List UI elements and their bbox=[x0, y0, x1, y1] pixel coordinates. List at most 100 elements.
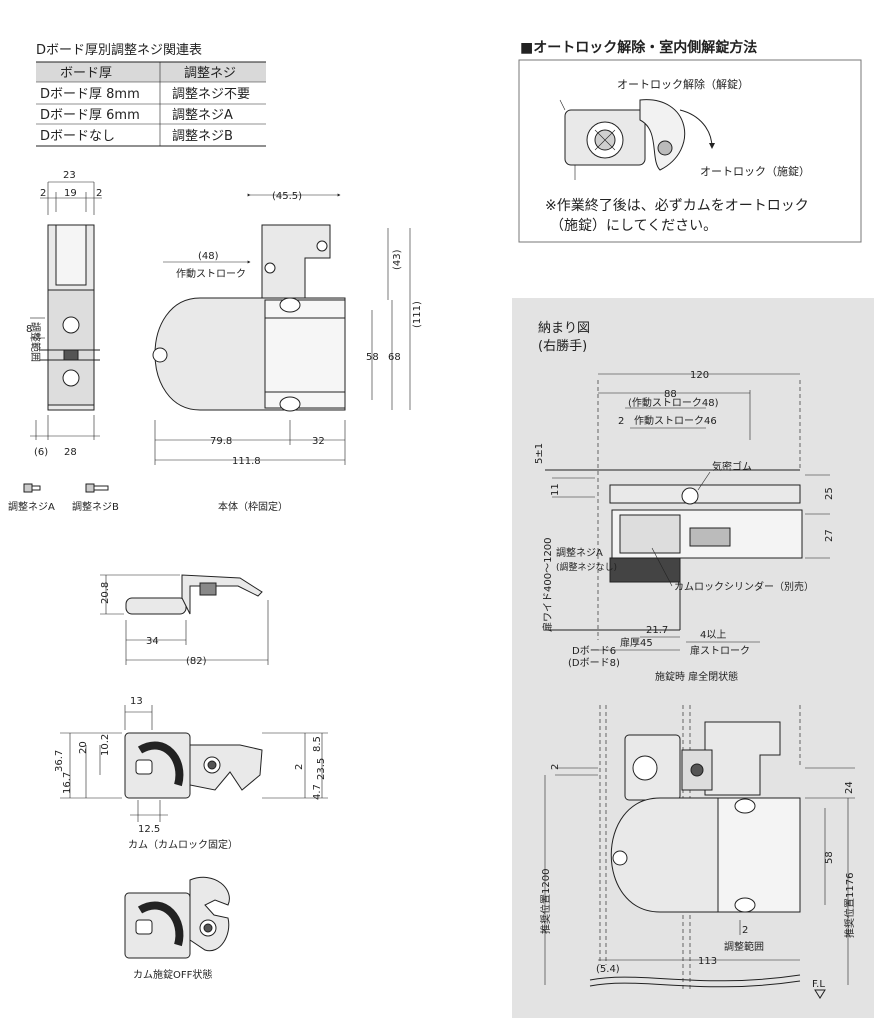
cam-off-caption: カム施錠OFF状態 bbox=[133, 968, 212, 981]
table-cell: Dボード厚 8mm bbox=[40, 87, 140, 102]
table-header-bg bbox=[36, 62, 266, 82]
table-header-board: ボード厚 bbox=[60, 66, 112, 81]
install-top-caption: 施錠時 扉全閉状態 bbox=[655, 670, 738, 683]
dim-8: 8 bbox=[26, 324, 32, 335]
cam-off-state-view: カム施錠OFF状態 bbox=[124, 876, 230, 981]
dim-48: (48) bbox=[198, 251, 219, 262]
dim-13: 13 bbox=[130, 696, 143, 707]
install-bottom-dimensions: 2 推奨位置1200 24 58 推奨位置1176 2 調整範囲 (5.4) 1… bbox=[539, 764, 856, 999]
floor-level-label: F.L bbox=[812, 979, 825, 990]
autolock-note-cont: （施錠）にしてください。 bbox=[550, 218, 717, 234]
table-cell: Dボード厚 6mm bbox=[40, 108, 140, 123]
screw-b-label: 調整ネジB bbox=[72, 500, 119, 513]
install-title: 納まり図 bbox=[538, 321, 590, 336]
dim-111: (111) bbox=[412, 301, 423, 328]
autolock-release-label: オートロック解除（解錠） bbox=[617, 77, 749, 91]
dboard-6-label: Dボード6 bbox=[572, 645, 616, 657]
dim-4-7: 4.7 bbox=[312, 784, 323, 800]
cam-side-view: 20.8 34 (82) bbox=[100, 574, 269, 667]
dim-6: (6) bbox=[34, 447, 48, 458]
install-bottom-drawing bbox=[589, 705, 801, 990]
adj-2-label: 2 bbox=[742, 925, 748, 936]
autolock-section: ■オートロック解除・室内側解錠方法 オートロック解除（解錠） オートロック（施錠… bbox=[518, 39, 862, 243]
dim-68: 68 bbox=[388, 352, 401, 363]
dboard-8-label: (Dボード8) bbox=[568, 657, 620, 669]
dim-43: (43) bbox=[392, 249, 403, 270]
autolock-title: ■オートロック解除・室内側解錠方法 bbox=[520, 39, 757, 56]
dim-24: 24 bbox=[844, 781, 855, 794]
cam-caption: カム（カムロック固定） bbox=[128, 838, 238, 851]
install-subtitle: (右勝手) bbox=[538, 339, 587, 354]
table-cell: 調整ネジA bbox=[172, 108, 233, 123]
over-4-label: 4以上 bbox=[700, 629, 726, 641]
screw-b-icon bbox=[85, 483, 95, 493]
adjust-range-label: 調整範囲 bbox=[29, 322, 42, 362]
dim-111-8: 111.8 bbox=[232, 456, 261, 467]
adj-range-label: 調整範囲 bbox=[724, 940, 764, 953]
dim-28: 28 bbox=[64, 447, 77, 458]
door-width-label: 扉ワイド400～1200 bbox=[541, 537, 554, 632]
gasket-label: 気密ゴム bbox=[712, 460, 752, 473]
dim-2-right: 2 bbox=[96, 188, 102, 199]
table-cell: 調整ネジ不要 bbox=[172, 87, 250, 102]
board-thickness-table: Dボード厚別調整ネジ関連表 ボード厚 調整ネジ Dボード厚 8mm 調整ネジ不要… bbox=[36, 43, 266, 147]
door-stroke-label: 扉ストローク bbox=[690, 644, 750, 657]
screw-a-icon bbox=[23, 483, 33, 493]
dim-2-bottom: 2 bbox=[550, 764, 561, 770]
autolock-lock-label: オートロック（施錠） bbox=[700, 164, 810, 178]
dim-82: (82) bbox=[186, 656, 207, 667]
dim-58: 58 bbox=[366, 352, 379, 363]
dim-2-left: 2 bbox=[40, 188, 46, 199]
stroke-label: 作動ストローク bbox=[176, 267, 246, 280]
dim-58-install: 58 bbox=[824, 851, 835, 864]
installation-panel: 納まり図 (右勝手) 120 88 (作動ストローク48) 2 作 bbox=[512, 298, 874, 1018]
dim-45-5: (45.5) bbox=[272, 191, 302, 202]
dim-20: 20 bbox=[78, 741, 89, 754]
body-dimensions: (45.5) (48) 作動ストローク (43) (111) 58 68 79.… bbox=[154, 191, 423, 513]
body-caption: 本体（枠固定） bbox=[218, 500, 288, 513]
dim-12-5: 12.5 bbox=[138, 824, 160, 835]
dim-21-7: 21.7 bbox=[646, 625, 668, 636]
dim-11: 11 bbox=[550, 483, 561, 496]
pos-1176-label: 推奨位置1176 bbox=[843, 873, 856, 938]
dim-19: 19 bbox=[64, 188, 77, 199]
dim-88: 88 bbox=[664, 389, 677, 400]
table-cell: Dボードなし bbox=[40, 129, 115, 144]
door-thickness-label: 扉厚45 bbox=[620, 636, 653, 649]
dim-32: 32 bbox=[312, 436, 325, 447]
table-header-screw: 調整ネジ bbox=[184, 66, 236, 81]
dim-23: 23 bbox=[63, 170, 76, 181]
cylinder-label: カムロックシリンダー（別売） bbox=[674, 580, 814, 593]
table-cell: 調整ネジB bbox=[172, 129, 233, 144]
dim-5-4: (5.4) bbox=[596, 964, 620, 975]
body-drawing bbox=[152, 224, 346, 412]
dim-113: 113 bbox=[698, 956, 717, 967]
dim-34: 34 bbox=[146, 636, 159, 647]
side-view-dimensions: 23 2 19 2 8 調整範囲 (6) 28 bbox=[26, 170, 102, 458]
autolock-note: ※作業終了後は、必ずカムをオートロック bbox=[545, 198, 809, 214]
screw-a-install-label: 調整ネジA bbox=[556, 546, 603, 559]
install-top-dimensions: 120 88 (作動ストローク48) 2 作動ストローク46 5±1 11 気密… bbox=[534, 370, 835, 683]
cam-front-view bbox=[124, 732, 263, 799]
dim-20-8: 20.8 bbox=[100, 582, 111, 604]
dim-10-2: 10.2 bbox=[100, 734, 111, 756]
dim-23-5: 23.5 bbox=[316, 758, 327, 780]
screw-a-label: 調整ネジA bbox=[8, 500, 55, 513]
dim-8-5: 8.5 bbox=[312, 736, 323, 752]
dim-25: 25 bbox=[824, 487, 835, 500]
floor-level-icon bbox=[814, 989, 826, 999]
dim-27: 27 bbox=[824, 529, 835, 542]
cam-front-dimensions: 13 36.7 20 10.2 16.7 8.5 23.5 4.7 2 12.5… bbox=[54, 696, 328, 851]
dim-2-top: 2 bbox=[618, 416, 624, 427]
autolock-frame bbox=[518, 59, 862, 243]
dim-5-1: 5±1 bbox=[534, 443, 545, 464]
no-screw-label: (調整ネジなし) bbox=[556, 561, 617, 573]
install-top-drawing bbox=[545, 380, 803, 640]
dim-2-cam: 2 bbox=[294, 764, 305, 770]
stroke-48-label: (作動ストローク48) bbox=[628, 396, 719, 409]
stroke-46-label: 作動ストローク46 bbox=[634, 414, 717, 427]
side-view-drawing bbox=[40, 224, 100, 411]
table-title: Dボード厚別調整ネジ関連表 bbox=[36, 43, 202, 58]
dim-120: 120 bbox=[690, 370, 709, 381]
